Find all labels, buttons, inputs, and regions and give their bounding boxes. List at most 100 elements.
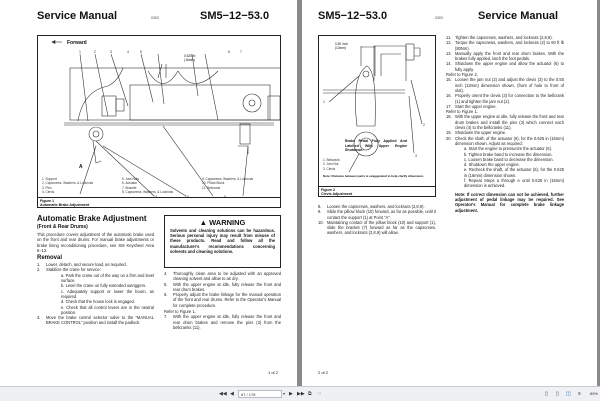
page-footer: 2 of 2 (318, 370, 329, 375)
step: 4.Thoroughly clean area to be adjusted w… (164, 271, 281, 282)
page-number-input[interactable]: 67 / 178 (238, 390, 282, 398)
step: 14.Shutdown the upper engine and allow t… (446, 61, 564, 72)
legend-item: 1. Bellcrank (323, 158, 340, 162)
header-code: 0303 (435, 16, 443, 20)
note-text: Note: If correct dimension can not be ac… (455, 191, 564, 213)
steps-4-7: 4.Thoroughly clean area to be adjusted w… (164, 271, 281, 308)
svg-text:10: 10 (185, 195, 189, 197)
clevis-diagram: 123 (323, 43, 425, 173)
dimension-label: 0.50 inch(13mm) (335, 42, 348, 50)
step: 15.Loosen the jam nut (2) and adjust the… (446, 77, 564, 93)
legend-item: 2. Capscrews, Washers, & Locknuts (42, 181, 94, 186)
copy-icon[interactable]: ⧉ (308, 391, 312, 397)
dimension-mm: (13mm) (335, 46, 346, 50)
page-dropdown-icon[interactable]: ▾ (283, 391, 286, 396)
svg-text:6: 6 (228, 50, 230, 54)
step: 1.Lower, detach, and secure load, as req… (37, 262, 127, 268)
right-column: 11.Tighten the capscrews, washers, and l… (446, 35, 564, 213)
first-page-icon[interactable]: ◀◀ (219, 391, 227, 397)
svg-text:5: 5 (140, 50, 142, 54)
svg-text:3: 3 (415, 154, 417, 158)
step-7: 7.With the upper engine at idle, fully r… (164, 314, 281, 330)
section-subheading: (Front & Rear Drums) (37, 224, 88, 230)
warning-header: ▲ WARNING (170, 218, 275, 228)
substep: d. Shutdown the upper engine. (464, 162, 520, 168)
point-a-label: A (79, 164, 83, 170)
substep: b. Tighten brake band to increase the di… (464, 151, 553, 157)
single-page-icon[interactable]: ▯ (545, 391, 548, 397)
substep: e. Recheck the shaft, of the actuator (6… (464, 167, 564, 178)
substep: c. Loosen brake band to decrease the dim… (464, 156, 554, 162)
legend-item: 11. Bellcrank (202, 185, 221, 190)
step: 17.Start the upper engine. (446, 103, 497, 109)
step: 6.Properly adjust the brake linkage for … (164, 292, 281, 308)
bookmark-icon[interactable]: ▯ (556, 391, 559, 397)
rotate-icon[interactable]: □ (318, 391, 322, 397)
step: 12.Torque the capscrews, washers, and lo… (446, 40, 564, 51)
substep: e. Check that all control levers are in … (61, 304, 154, 315)
legend-item: 4. Clevis (42, 190, 55, 195)
svg-text:11: 11 (154, 195, 158, 197)
step: 18.With the upper engine at idle, fully … (446, 114, 564, 131)
two-page-view-icon[interactable]: ◫ (566, 391, 571, 397)
step: 3.Move the brake control selector valve … (37, 315, 154, 326)
step: 8.Loosen the capscrews, washers, and loc… (318, 204, 425, 209)
right-column: 4.Thoroughly clean area to be adjusted w… (164, 271, 281, 330)
svg-text:9: 9 (224, 195, 226, 197)
header-doc-number: SM5−12−53.0 (200, 10, 270, 22)
step: 19.Shutdown the upper engine. (446, 130, 507, 136)
callout-text: Brake Pedal Fully Applied And Latched Wi… (345, 139, 407, 153)
section-heading: Automatic Brake Adjustment (37, 214, 147, 223)
dimension-in: 0.625 in (184, 54, 196, 58)
refer-text: Refer to Figure 2. (446, 72, 478, 78)
steps-15-17: 15.Loosen the jam nut (2) and adjust the… (446, 77, 564, 109)
substep: a. Park the crane out of the way on a fi… (61, 272, 154, 284)
legend-item: 8. Capscrews, Washers, & Locknuts (122, 190, 174, 195)
step: 16.Properly orient the clevis (3) for co… (446, 93, 564, 104)
svg-text:1: 1 (79, 50, 81, 54)
header-title: Service Manual (478, 10, 559, 22)
svg-text:4: 4 (127, 50, 129, 54)
header-title: Service Manual (37, 10, 118, 22)
previous-page-icon[interactable]: ◀ (230, 391, 234, 397)
legend-item: 7. Bracket (122, 185, 137, 190)
zoom-level[interactable]: 89% (590, 391, 599, 396)
legend-item: 5. Jam Nuts (122, 177, 140, 181)
warning-triangle-icon: ▲ (199, 218, 208, 227)
legend-item: 2. Jam Nut (323, 162, 339, 167)
step: 9.Slide the pillow block (10) forward, a… (318, 209, 436, 220)
legend-item: 9. Capscrews, Washers, & Locknuts (202, 177, 254, 181)
header-code: 0303 (151, 16, 159, 20)
next-page-icon[interactable]: ▶ (289, 391, 293, 397)
substep: f. Repeat Steps a through e until 0.625 … (464, 178, 564, 189)
dimension-label: 0.625 in(16mm) (184, 54, 195, 62)
refer-text: Refer to Figure 1. (446, 109, 478, 115)
refer-text: Refer to Figure 1. (164, 309, 196, 315)
legend-item: 10. Pillow Block (202, 181, 225, 186)
substep: b. Level the crane on fully extended out… (61, 283, 147, 289)
step: 2.Stabilize the crane for service: a. Pa… (37, 267, 154, 315)
forward-label: Forward (67, 40, 87, 46)
page-footer: 1 of 2 (268, 370, 279, 375)
legend-item: 6. Actuator (122, 181, 138, 186)
warning-box: ▲ WARNING Solvents and cleaning solution… (164, 215, 281, 268)
scroll-view-icon[interactable]: ≡ (578, 391, 581, 397)
svg-text:7: 7 (240, 50, 242, 54)
steps-8-10: 8.Loosen the capscrews, washers, and loc… (318, 204, 436, 236)
dimension-mm: (16mm) (184, 58, 196, 62)
caption-number: Figure 1 (40, 199, 54, 203)
last-page-icon[interactable]: ▶▶ (297, 391, 305, 397)
warning-title: WARNING (209, 218, 246, 227)
svg-text:3: 3 (110, 50, 112, 54)
